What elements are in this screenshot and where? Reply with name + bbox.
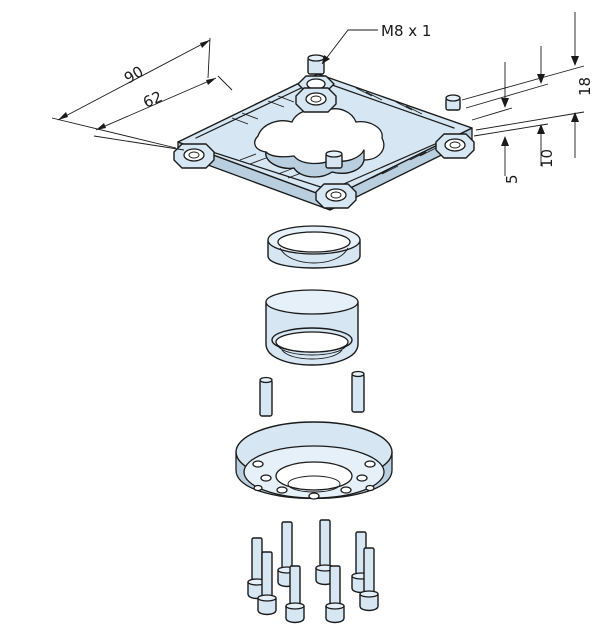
screw-8 bbox=[359, 547, 379, 612]
inner-width-label: 62 bbox=[140, 87, 165, 111]
dimension-lines bbox=[51, 12, 585, 176]
screw-6 bbox=[325, 565, 345, 624]
clamping-plate bbox=[173, 54, 475, 211]
sealing-ring bbox=[267, 225, 361, 269]
nut-right bbox=[435, 94, 475, 159]
height-mid-label: 10 bbox=[538, 149, 556, 168]
screw-4 bbox=[285, 565, 305, 624]
slot-marks bbox=[231, 87, 437, 179]
nut-bottom bbox=[315, 150, 357, 209]
locating-bushing bbox=[265, 289, 359, 366]
screw-2 bbox=[257, 551, 277, 616]
nut-center bbox=[295, 87, 337, 113]
dowel-pin-right bbox=[351, 370, 365, 413]
nut-top bbox=[297, 54, 335, 93]
outer-width-label: 90 bbox=[121, 62, 147, 87]
base-flange bbox=[235, 421, 393, 500]
dowel-pin-left bbox=[259, 376, 273, 417]
height-small-label: 5 bbox=[503, 174, 521, 184]
thread-label: M8 x 1 bbox=[381, 22, 431, 40]
height-total-label: 18 bbox=[576, 77, 594, 96]
bolt-holes bbox=[252, 460, 376, 500]
nut-left bbox=[173, 143, 215, 169]
